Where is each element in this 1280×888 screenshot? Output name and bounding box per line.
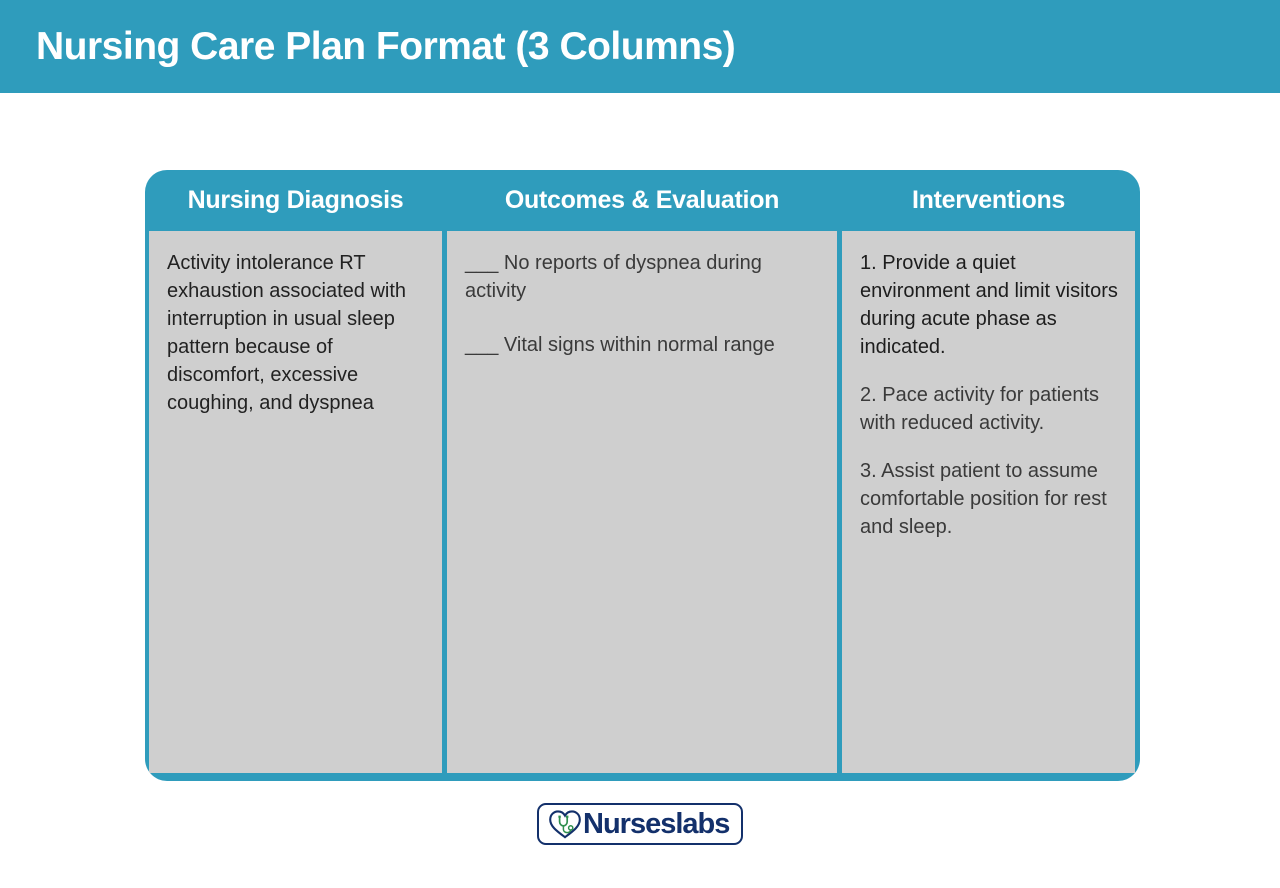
column-body-outcomes-evaluation: ___ No reports of dyspnea during activit… — [447, 231, 837, 773]
column-header-outcomes-evaluation: Outcomes & Evaluation — [504, 186, 780, 214]
intervention-item: 1. Provide a quiet environment and limit… — [860, 252, 1118, 358]
care-plan-table: Nursing Diagnosis Outcomes & Evaluation … — [145, 170, 1140, 781]
heart-stethoscope-icon — [549, 810, 581, 839]
column-body-nursing-diagnosis: Activity intolerance RT exhaustion assoc… — [149, 231, 442, 773]
column-body-interventions: 1. Provide a quiet environment and limit… — [842, 231, 1135, 773]
page-title: Nursing Care Plan Format (3 Columns) — [36, 25, 736, 68]
column-header-interventions: Interventions — [911, 186, 1066, 214]
diagnosis-item: Activity intolerance RT exhaustion assoc… — [167, 252, 407, 414]
page-banner: Nursing Care Plan Format (3 Columns) — [0, 0, 1280, 93]
intervention-item: 2. Pace activity for patients with reduc… — [860, 384, 1100, 434]
nurseslabs-logo: Nurseslabs — [537, 803, 743, 845]
intervention-item: 3. Assist patient to assume comfortable … — [860, 460, 1107, 538]
outcome-item: ___ No reports of dyspnea during activit… — [465, 252, 762, 302]
outcome-item: ___ Vital signs within normal range — [465, 334, 775, 356]
logo-wordmark: Nurseslabs — [583, 807, 730, 840]
column-header-nursing-diagnosis: Nursing Diagnosis — [187, 186, 404, 214]
table-header-row: Nursing Diagnosis Outcomes & Evaluation … — [145, 170, 1140, 231]
